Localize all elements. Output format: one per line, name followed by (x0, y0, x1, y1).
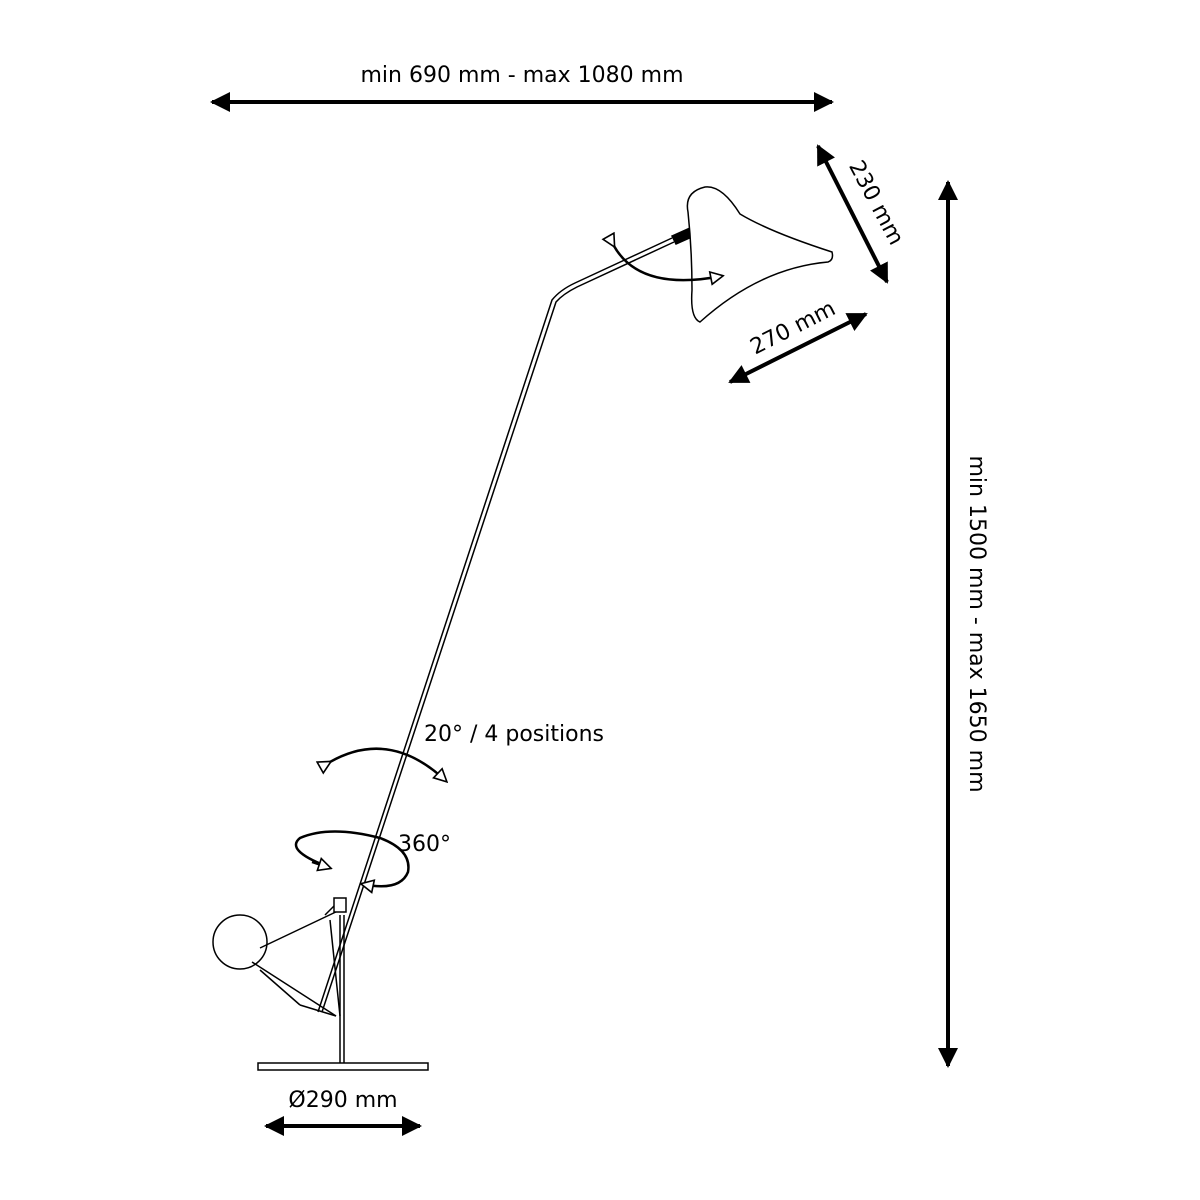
shade-tilt-arrow (614, 246, 722, 280)
shade-depth-dimension-arrow (816, 144, 889, 284)
width-label: min 690 mm - max 1080 mm (360, 63, 683, 88)
lamp-shade (686, 186, 834, 323)
height-label: min 1500 mm - max 1650 mm (964, 455, 989, 792)
lamp-outline (212, 186, 834, 1071)
arm-tilt-arrow (330, 747, 446, 781)
rotation-arrow (294, 830, 410, 887)
lamp-counterweight (212, 914, 268, 970)
rotation-label: 360° (398, 832, 451, 857)
base-diameter-label: Ø290 mm (288, 1088, 397, 1113)
lamp-base (257, 1062, 429, 1071)
shade-length-dimension-arrow (728, 312, 868, 384)
lamp-arm (317, 237, 673, 1013)
shade-depth-label: 230 mm (843, 157, 908, 250)
tilt-label: 20° / 4 positions (424, 722, 604, 747)
